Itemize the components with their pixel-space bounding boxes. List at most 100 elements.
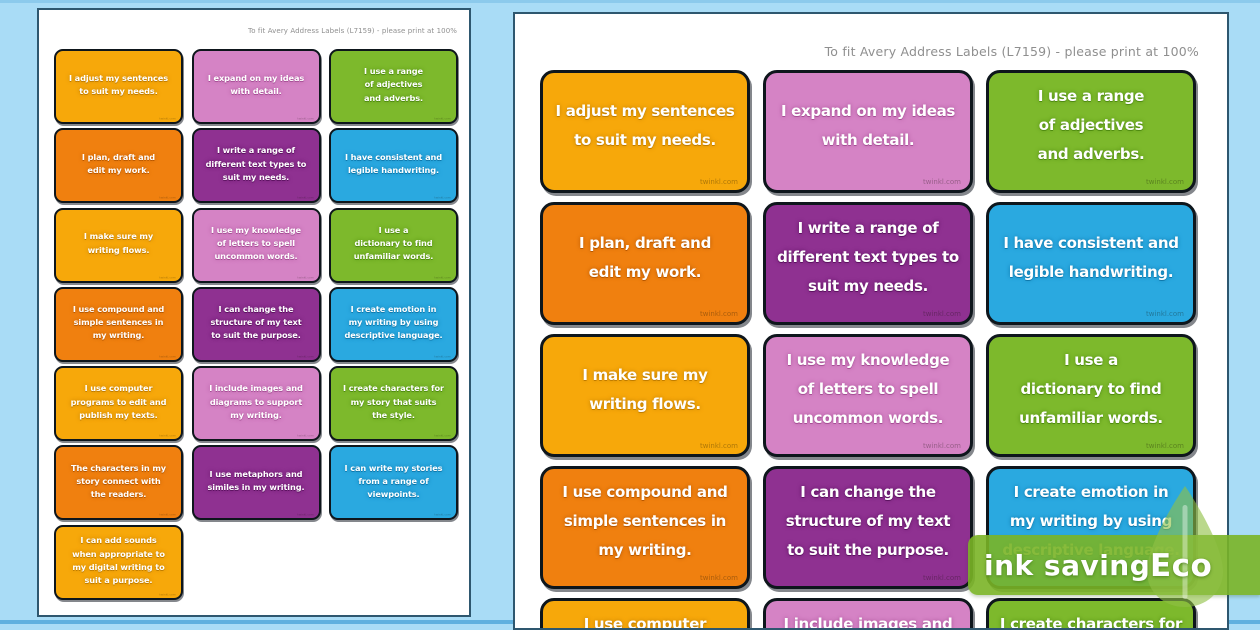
twinkl-watermark: twinkl.com: [159, 433, 176, 438]
label-card: I adjust my sentences to suit my needs. t…: [54, 49, 183, 124]
twinkl-watermark: twinkl.com: [434, 354, 451, 358]
label-text: I have consistent and legible handwritin…: [344, 152, 443, 176]
label-card: I write a range of different text types …: [191, 128, 321, 204]
twinkl-watermark: twinkl.com: [297, 195, 314, 200]
label-card: I use metaphors and similes in my writin…: [191, 445, 321, 521]
label-text: I use computer programs to edit and publ…: [583, 615, 707, 630]
label-card: I write a range of different text types …: [763, 202, 973, 325]
twinkl-watermark: twinkl.com: [1145, 310, 1184, 318]
label-card: I adjust my sentences to suit my needs. t…: [540, 70, 750, 193]
twinkl-watermark: twinkl.com: [922, 574, 961, 582]
twinkl-watermark: twinkl.com: [434, 433, 451, 438]
label-text: I use computer programs to edit and publ…: [70, 383, 167, 420]
label-text: I use metaphors and similes in my writin…: [207, 469, 305, 493]
label-text: I adjust my sentences to suit my needs.: [555, 101, 735, 149]
label-text: I can change the structure of my text to…: [210, 304, 302, 341]
label-card: I can write my stories from a range of v…: [329, 445, 458, 521]
twinkl-watermark: twinkl.com: [434, 195, 451, 200]
twinkl-watermark: twinkl.com: [159, 592, 176, 596]
twinkl-watermark: twinkl.com: [297, 274, 314, 279]
label-card: I create emotion in my writing by using …: [986, 466, 1196, 589]
label-card: I have consistent and legible handwritin…: [329, 128, 458, 204]
label-text: I use a dictionary to find unfamiliar wo…: [353, 224, 434, 262]
label-text: I plan, draft and edit my work.: [578, 233, 712, 281]
label-card: I plan, draft and edit my work. twinkl.co…: [54, 128, 183, 204]
twinkl-watermark: twinkl.com: [297, 433, 314, 438]
twinkl-watermark: twinkl.com: [159, 195, 176, 200]
twinkl-watermark: twinkl.com: [922, 442, 961, 450]
label-card: I can change the structure of my text to…: [191, 286, 321, 362]
twinkl-watermark: twinkl.com: [159, 116, 176, 120]
label-text: I use a dictionary to find unfamiliar wo…: [1019, 351, 1163, 427]
label-text: I adjust my sentences to suit my needs.: [68, 72, 168, 96]
label-text: I plan, draft and edit my work.: [81, 152, 156, 176]
twinkl-watermark: twinkl.com: [434, 512, 451, 517]
label-text: I use compound and simple sentences in m…: [562, 483, 728, 559]
label-text: I create characters for my story that su…: [999, 615, 1183, 630]
label-text: I use my knowledge of letters to spell u…: [210, 224, 302, 262]
twinkl-watermark: twinkl.com: [434, 116, 451, 120]
label-card: I use my knowledge of letters to spell u…: [191, 207, 321, 283]
twinkl-watermark: twinkl.com: [699, 442, 738, 450]
label-card: I can add sounds when appropriate to my …: [54, 524, 183, 600]
label-text: I make sure my writing flows.: [582, 365, 708, 413]
label-text: I make sure my writing flows.: [83, 231, 154, 255]
label-card: I use a dictionary to find unfamiliar wo…: [986, 334, 1196, 457]
label-text: I can change the structure of my text to…: [785, 483, 951, 559]
twinkl-watermark: twinkl.com: [699, 178, 738, 186]
label-grid-full: I adjust my sentences to suit my needs. t…: [54, 49, 458, 600]
twinkl-watermark: twinkl.com: [1145, 442, 1184, 450]
twinkl-watermark: twinkl.com: [297, 354, 314, 358]
label-text: I use a range of adjectives and adverbs.: [1037, 87, 1145, 163]
label-text: I use a range of adjectives and adverbs.: [363, 66, 424, 103]
twinkl-watermark: twinkl.com: [159, 354, 176, 358]
label-card: I include images and diagrams to support…: [763, 598, 973, 630]
label-text: The characters in my story connect with …: [70, 462, 167, 500]
twinkl-watermark: twinkl.com: [699, 574, 738, 582]
twinkl-watermark: twinkl.com: [159, 274, 176, 279]
label-card: I use my knowledge of letters to spell u…: [763, 334, 973, 457]
twinkl-watermark: twinkl.com: [297, 512, 314, 517]
frame-top-edge: [0, 0, 1260, 3]
label-text: I create emotion in my writing by using …: [344, 304, 443, 341]
label-text: I expand on my ideas with detail.: [780, 101, 956, 149]
label-text: I write a range of different text types …: [205, 145, 307, 182]
twinkl-watermark: twinkl.com: [297, 116, 314, 120]
label-text: I include images and diagrams to support…: [783, 615, 953, 630]
label-grid-zoom: I adjust my sentences to suit my needs. t…: [540, 70, 1196, 630]
label-card: I plan, draft and edit my work. twinkl.co…: [540, 202, 750, 325]
label-card: I expand on my ideas with detail.twinkl.…: [763, 70, 973, 193]
label-card: I create characters for my story that su…: [329, 366, 458, 442]
label-card: I make sure my writing flows. twinkl.com: [54, 207, 183, 283]
twinkl-watermark: twinkl.com: [434, 274, 451, 279]
label-card: I can change the structure of my text to…: [763, 466, 973, 589]
label-card: I use a range of adjectives and adverbs.…: [329, 49, 458, 124]
twinkl-watermark: twinkl.com: [1145, 574, 1184, 582]
label-text: I expand on my ideas with detail.: [207, 72, 305, 96]
label-text: I have consistent and legible handwritin…: [1003, 233, 1179, 281]
label-card: I make sure my writing flows. twinkl.com: [540, 334, 750, 457]
page-full-sheet: To fit Avery Address Labels (L7159) - pl…: [37, 8, 471, 617]
page-zoom-detail: To fit Avery Address Labels (L7159) - pl…: [513, 12, 1229, 630]
label-card: The characters in my story connect with …: [54, 445, 183, 521]
label-card: I use a dictionary to find unfamiliar wo…: [329, 207, 458, 283]
print-instruction: To fit Avery Address Labels (L7159) - pl…: [248, 27, 457, 35]
label-text: I create emotion in my writing by using …: [1002, 483, 1180, 559]
label-card: I expand on my ideas with detail. twinkl.…: [191, 49, 321, 124]
label-text: I can write my stories from a range of v…: [344, 462, 443, 500]
twinkl-watermark: twinkl.com: [699, 310, 738, 318]
twinkl-watermark: twinkl.com: [922, 310, 961, 318]
print-instruction: To fit Avery Address Labels (L7159) - pl…: [824, 44, 1199, 59]
label-card: I use computer programs to edit and publ…: [54, 366, 183, 442]
label-card: I use a range of adjectives and adverbs.…: [986, 70, 1196, 193]
label-card: I create emotion in my writing by using …: [329, 286, 458, 362]
label-card: I have consistent and legible handwritin…: [986, 202, 1196, 325]
label-card: I use computer programs to edit and publ…: [540, 598, 750, 630]
label-text: I use my knowledge of letters to spell u…: [786, 351, 950, 427]
label-card: I use compound and simple sentences in m…: [54, 286, 183, 362]
label-text: I use compound and simple sentences in m…: [72, 304, 165, 341]
label-card: I include images and diagrams to support…: [191, 366, 321, 442]
label-card: I create characters for my story that su…: [986, 598, 1196, 630]
label-text: I create characters for my story that su…: [343, 383, 444, 420]
